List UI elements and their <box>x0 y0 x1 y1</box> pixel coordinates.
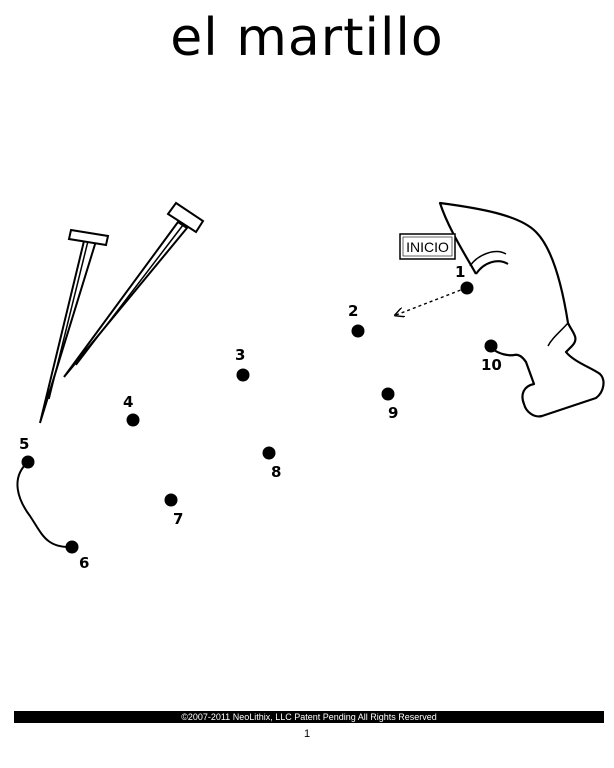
dot-5[interactable] <box>21 455 35 469</box>
dot-9[interactable] <box>381 387 395 401</box>
dot-1[interactable] <box>460 281 474 295</box>
dot-6[interactable] <box>65 540 79 554</box>
dot-10[interactable] <box>484 339 498 353</box>
dot-8[interactable] <box>262 446 276 460</box>
dot-label-9: 9 <box>388 404 398 422</box>
dot-label-3: 3 <box>235 346 245 364</box>
dot-label-5: 5 <box>19 435 29 453</box>
nail-left-illustration <box>39 228 110 424</box>
start-arrow <box>396 287 467 315</box>
dot-label-10: 10 <box>481 356 502 374</box>
dot-label-8: 8 <box>271 463 281 481</box>
dot-2[interactable] <box>351 324 365 338</box>
page-number: 1 <box>303 728 311 740</box>
copyright-bar: ©2007-2011 NeoLithix, LLC Patent Pending… <box>14 711 604 723</box>
dot-label-1: 1 <box>455 263 465 281</box>
dot-3[interactable] <box>236 368 250 382</box>
dot-label-7: 7 <box>173 510 183 528</box>
dot-label-6: 6 <box>79 554 89 572</box>
dot-7[interactable] <box>164 493 178 507</box>
start-box: INICIO <box>399 233 456 260</box>
dot-connector-5-6 <box>16 461 73 549</box>
start-label: INICIO <box>406 239 449 255</box>
hammer-illustration <box>438 201 605 418</box>
page-title: el martillo <box>170 8 444 68</box>
nail-right-illustration <box>63 201 205 378</box>
dot-label-4: 4 <box>123 393 133 411</box>
dot-label-2: 2 <box>348 302 358 320</box>
dot-4[interactable] <box>126 413 140 427</box>
